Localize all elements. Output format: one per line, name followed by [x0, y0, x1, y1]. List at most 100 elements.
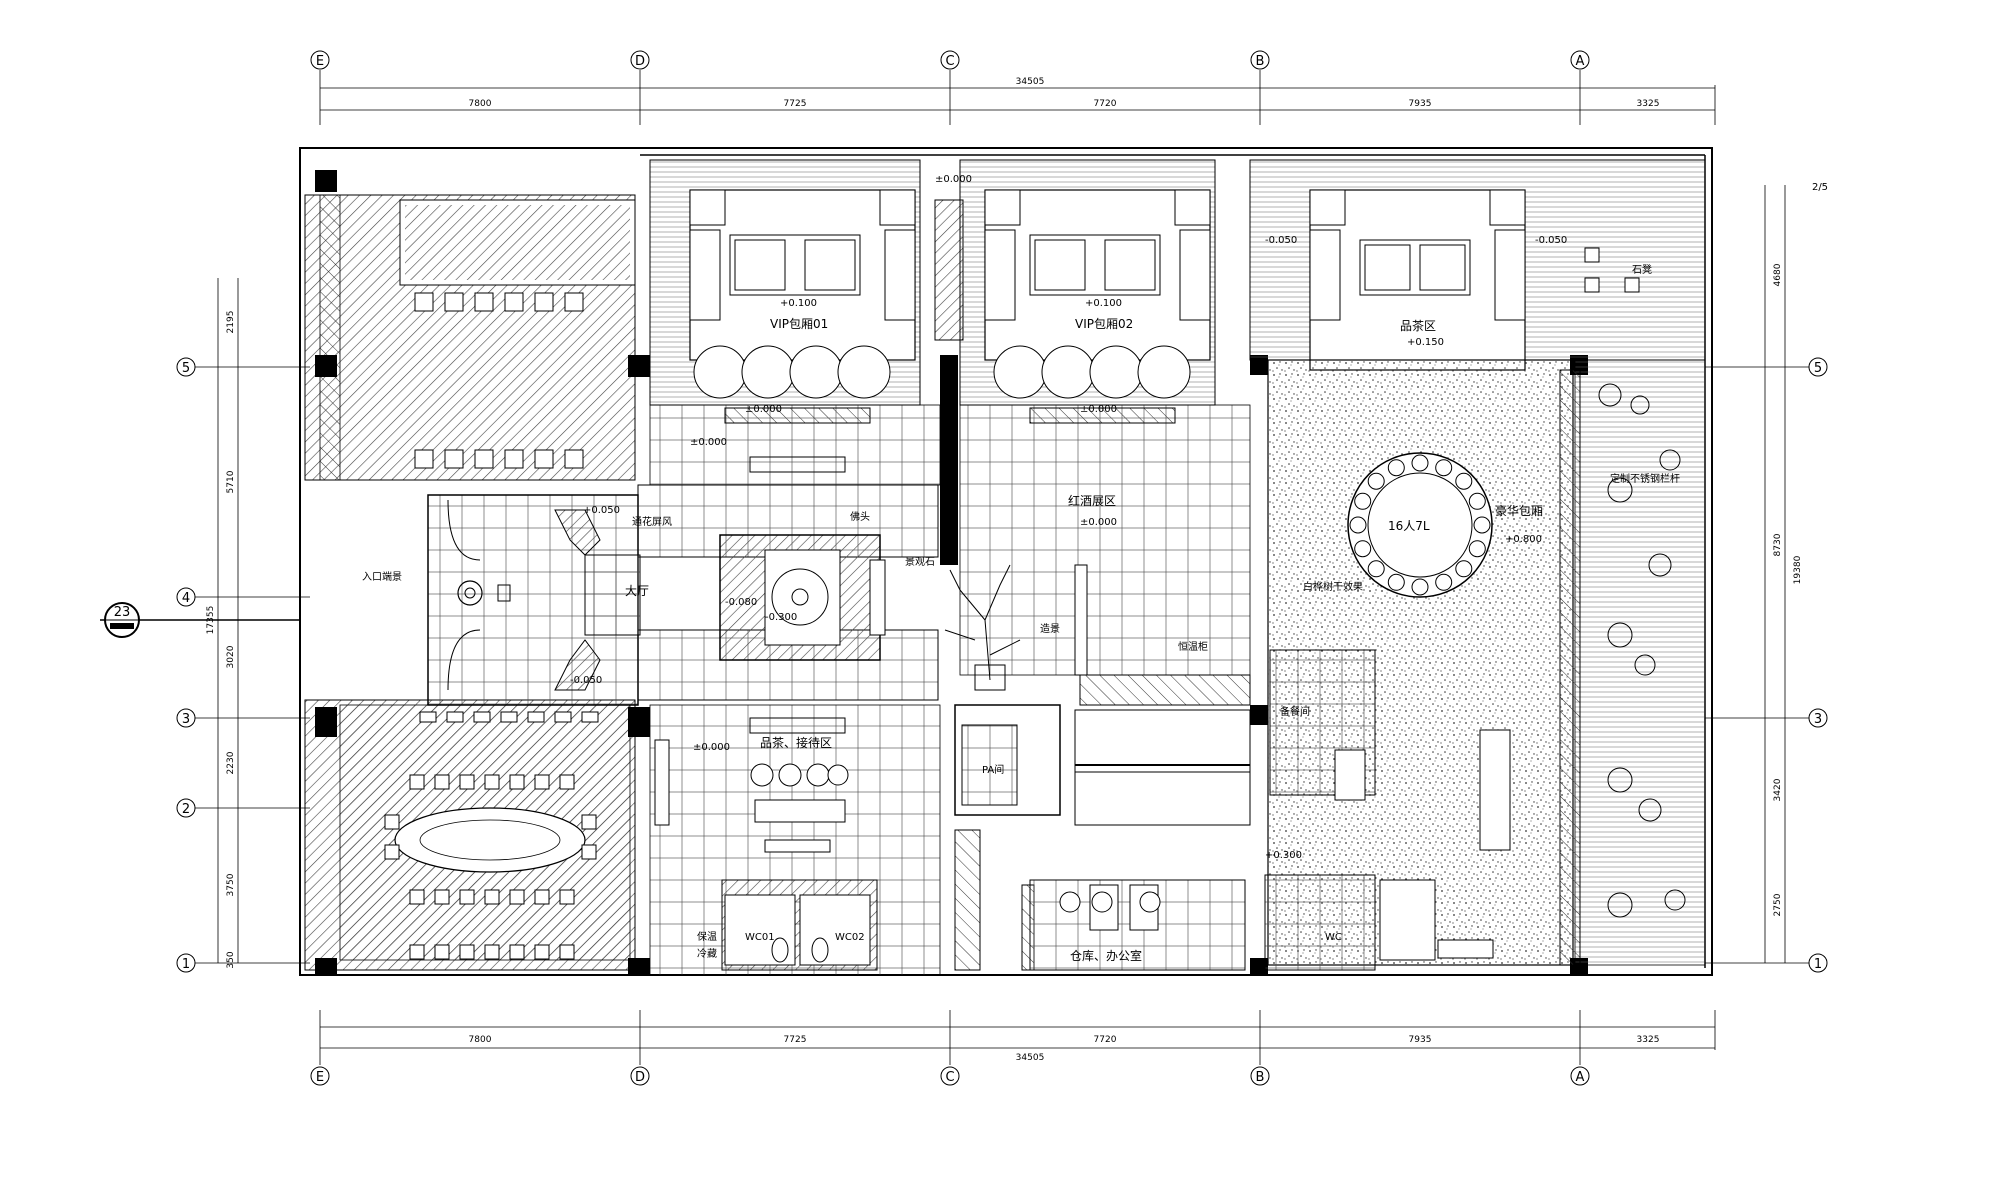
dim-bottom-3: 7720 [1094, 1035, 1117, 1045]
level-prep: +0.300 [1265, 850, 1302, 861]
level-lobby-step: -0.080 [725, 597, 757, 608]
axis-label-1-left: 1 [182, 957, 190, 972]
label-birch-effect: 白桦树干效果 [1303, 580, 1363, 593]
central-hall [649, 404, 1251, 706]
axis-label-3-left: 3 [182, 712, 190, 727]
dim-right-3: 3420 [1773, 778, 1783, 801]
terrace-plants [1598, 383, 1686, 918]
dim-left-6: 350 [226, 951, 236, 968]
level-buddha: -0.300 [765, 612, 797, 623]
round-table-seats [1349, 454, 1491, 596]
level-entrance-bottom: -0.050 [570, 675, 602, 686]
left-rooms [304, 194, 636, 971]
axis-label-a-bottom: A [1576, 1070, 1585, 1085]
round-table-seat [1473, 516, 1491, 534]
level-entrance-top: +0.050 [583, 505, 620, 516]
axis-label-1-right: 1 [1814, 957, 1822, 972]
round-table-seat [1455, 472, 1473, 490]
dim-bottom-5: 3325 [1637, 1035, 1660, 1045]
label-wc01: WC01 [745, 932, 775, 943]
dim-top-4: 7935 [1409, 99, 1432, 109]
axis-label-b-top: B [1256, 54, 1265, 69]
round-table-seat [1468, 540, 1486, 558]
axis-label-2-left: 2 [182, 802, 190, 817]
axis-label-d-bottom: D [635, 1070, 645, 1085]
entrance-area [427, 484, 939, 706]
dim-right-total: 19380 [1793, 555, 1803, 584]
dim-left-5: 3750 [226, 873, 236, 896]
axis-label-d-top: D [635, 54, 645, 69]
label-luxury-room: 豪华包厢 [1495, 503, 1543, 518]
level-tea: +0.150 [1407, 337, 1444, 348]
label-tea-area: 品茶区 [1400, 318, 1436, 333]
axis-label-3-right: 3 [1814, 712, 1822, 727]
grid-bubbles [176, 50, 1828, 1086]
round-table-seat [1354, 540, 1372, 558]
label-wc02: WC02 [835, 932, 865, 943]
label-landscape-stone: 景观石 [905, 556, 935, 568]
dim-right-1: 4680 [1773, 263, 1783, 286]
level-wine: ±0.000 [1080, 517, 1117, 528]
dimension-lines [217, 87, 1786, 1049]
label-storage-office: 仓库、办公室 [1070, 948, 1142, 963]
label-warm: 保温 [697, 930, 717, 943]
level-hall-3: ±0.000 [690, 437, 727, 448]
dim-left-3: 3020 [226, 645, 236, 668]
axis-label-5-right: 5 [1814, 361, 1822, 376]
reception-area [649, 704, 941, 976]
label-vip-room-1: VIP包厢01 [770, 317, 828, 331]
dim-top-2: 7725 [784, 99, 807, 109]
dim-right-4: 2750 [1773, 893, 1783, 916]
level-vip1: +0.100 [780, 298, 817, 309]
label-wc: WC [1325, 932, 1342, 943]
dim-top-1: 7800 [469, 99, 492, 109]
label-lobby: 大厅 [625, 584, 649, 598]
round-table-seat [1435, 459, 1453, 477]
round-table-seat [1354, 492, 1372, 510]
level-vip-top: ±0.000 [935, 174, 972, 185]
dim-top-3: 7720 [1094, 99, 1117, 109]
label-cold: 冷藏 [697, 947, 717, 960]
axis-label-5-left: 5 [182, 361, 190, 376]
round-table-seat [1387, 573, 1405, 591]
dim-bottom-4: 7935 [1409, 1035, 1432, 1045]
level-vip2: +0.100 [1085, 298, 1122, 309]
label-buddha-head: 佛头 [850, 510, 870, 523]
dim-left-1: 2195 [226, 311, 236, 334]
tea-room [1249, 159, 1706, 371]
storage-office [1029, 879, 1246, 971]
level-hall-2: ±0.000 [1080, 404, 1117, 415]
label-entrance-view: 入口端景 [362, 570, 402, 583]
dim-top-total: 34505 [1016, 77, 1045, 87]
level-tea-left: -0.050 [1265, 235, 1297, 246]
level-reception: ±0.000 [693, 742, 730, 753]
label-stone-stool: 石凳 [1632, 264, 1652, 276]
label-reception: 品茶、接待区 [760, 735, 832, 750]
axis-label-b-bottom: B [1256, 1070, 1265, 1085]
meeting-chairs [384, 292, 599, 960]
level-tea-right: -0.050 [1535, 235, 1567, 246]
axis-label-c-top: C [945, 54, 954, 69]
stairs-area [954, 704, 1251, 971]
label-wine-display: 红酒展区 [1068, 493, 1116, 508]
decor-tree [944, 564, 1021, 691]
round-table-seat [1367, 472, 1385, 490]
grid-labels: E D C B A E D C B A 5 4 3 2 1 5 3 1 [182, 54, 1822, 1085]
level-labels: ±0.000 +0.100 +0.100 -0.050 -0.050 +0.15… [570, 174, 1567, 861]
label-scenery: 造景 [1040, 622, 1060, 635]
axis-label-e-bottom: E [316, 1070, 324, 1085]
label-wine-cabinet: 恒温柜 [1178, 640, 1208, 653]
room-labels: VIP包厢01 VIP包厢02 品茶区 红酒展区 豪华包厢 16人7L 大厅 入… [362, 264, 1680, 963]
luxury-room [1264, 359, 1706, 971]
dim-top-5: 3325 [1637, 99, 1660, 109]
dim-bottom-total: 34505 [1016, 1053, 1045, 1063]
round-table-seat [1411, 578, 1429, 596]
round-table-seat [1411, 454, 1429, 472]
label-lattice-screen: 通花屏风 [632, 515, 672, 528]
level-hall-1: ±0.000 [745, 404, 782, 415]
vip-room-2 [959, 159, 1216, 406]
dimension-text: 34505 7800 7725 7720 7935 3325 7800 7725… [206, 77, 1828, 1063]
round-table-seat [1435, 573, 1453, 591]
dim-left-4: 2230 [226, 751, 236, 774]
axis-label-a-top: A [1576, 54, 1585, 69]
